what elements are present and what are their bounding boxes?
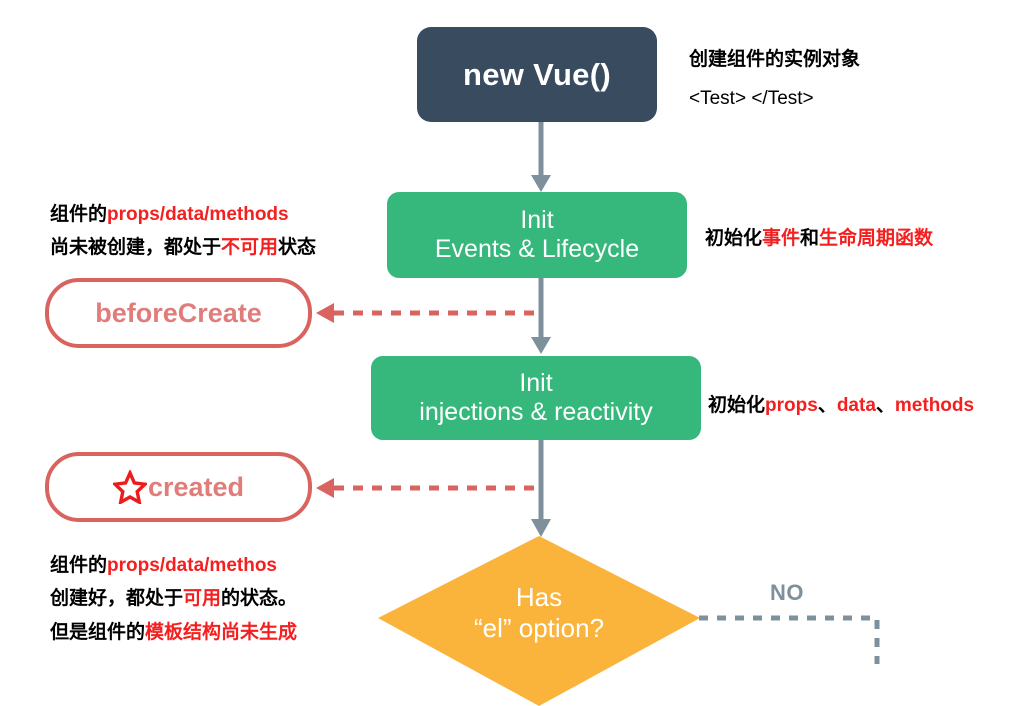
diamond-shape <box>378 536 700 706</box>
node-init-injections-line2: injections & reactivity <box>419 398 653 426</box>
annotation-cr-line2: 创建好，都处于可用的状态。 <box>50 582 297 615</box>
annotation-cr-line1: 组件的props/data/methos <box>50 549 297 582</box>
node-new-vue[interactable]: new Vue() <box>417 27 657 122</box>
annotation-init-events-right: 初始化事件和生命周期函数 <box>705 222 933 255</box>
annotation-ii-sep2: 、 <box>875 395 895 416</box>
connector-initevents-to-initinjections <box>529 278 553 356</box>
hook-created[interactable]: created <box>45 452 312 522</box>
annotation-bc-l2-black2: 状态 <box>278 237 317 259</box>
annotation-cr-l2-red: 可用 <box>183 588 222 610</box>
annotation-bc-l1-black: 组件的 <box>50 204 108 225</box>
node-has-el-option[interactable]: Has “el” option? <box>378 536 700 706</box>
node-init-injections-line1: Init <box>519 368 553 397</box>
annotation-before-create-line1: 组件的props/data/methods <box>50 198 316 231</box>
node-init-injections-reactivity[interactable]: Init injections & reactivity <box>371 356 701 440</box>
annotation-init-injections-right: 初始化props、data、methods <box>708 389 974 422</box>
connector-initinjections-to-diamond <box>529 440 553 540</box>
annotation-cr-l3-red: 模板结构尚未生成 <box>145 621 298 643</box>
hook-before-create[interactable]: beforeCreate <box>45 278 312 348</box>
annotation-cr-line3: 但是组件的模板结构尚未生成 <box>50 616 297 649</box>
annotation-ii-line: 初始化props、data、methods <box>708 389 974 422</box>
annotation-cr-l2-black2: 的状态。 <box>221 588 298 610</box>
annotation-cr-l1-black: 组件的 <box>50 555 108 576</box>
annotation-new-vue-line1: 创建组件的实例对象 <box>689 49 861 70</box>
annotation-cr-l1-red: props/data/methos <box>107 555 277 576</box>
annotation-before-create-left: 组件的props/data/methods 尚未被创建，都处于不可用状态 <box>50 198 316 265</box>
hook-before-create-label: beforeCreate <box>95 297 262 328</box>
node-init-events-line1: Init <box>520 205 554 234</box>
annotation-ii-red3: methods <box>894 395 975 416</box>
node-new-vue-label: new Vue() <box>463 56 611 92</box>
diagram-canvas: new Vue() Init Events & Lifecycle Init i… <box>45 27 974 706</box>
node-init-events-lifecycle[interactable]: Init Events & Lifecycle <box>387 192 687 278</box>
annotation-cr-l2-black1: 创建好，都处于 <box>50 588 184 610</box>
annotation-new-vue-line2: <Test> </Test> <box>689 88 814 110</box>
connector-dashed-to-created <box>312 476 538 500</box>
star-icon <box>111 468 149 506</box>
hook-created-label: created <box>147 471 245 502</box>
annotation-ie-black2: 和 <box>800 228 820 249</box>
annotation-bc-l2-black1: 尚未被创建，都处于 <box>50 237 222 259</box>
annotation-new-vue-right: 创建组件的实例对象 <Test> </Test> <box>689 43 860 116</box>
annotation-bc-l2-red: 不可用 <box>221 237 279 259</box>
annotation-ie-red1: 事件 <box>762 228 801 249</box>
annotation-ii-red2: data <box>836 395 876 416</box>
node-init-events-line2: Events & Lifecycle <box>434 235 640 263</box>
edge-label-no: NO <box>770 580 804 605</box>
connector-no-branch <box>695 606 895 666</box>
annotation-ie-line: 初始化事件和生命周期函数 <box>705 222 933 255</box>
annotation-cr-l3-black1: 但是组件的 <box>50 621 146 643</box>
annotation-ie-black1: 初始化 <box>705 228 763 249</box>
annotation-created-left: 组件的props/data/methos 创建好，都处于可用的状态。 但是组件的… <box>50 549 297 649</box>
annotation-ie-red2: 生命周期函数 <box>819 228 934 249</box>
annotation-ii-sep1: 、 <box>817 395 837 416</box>
hook-created-label-wrap: created <box>111 468 245 506</box>
annotation-before-create-line2: 尚未被创建，都处于不可用状态 <box>50 231 316 264</box>
connector-dashed-to-beforecreate <box>312 301 538 325</box>
annotation-bc-l1-red: props/data/methods <box>107 204 289 225</box>
annotation-ii-red1: props <box>765 395 818 416</box>
connector-newvue-to-initevents <box>529 122 553 194</box>
annotation-ii-black1: 初始化 <box>708 395 766 416</box>
